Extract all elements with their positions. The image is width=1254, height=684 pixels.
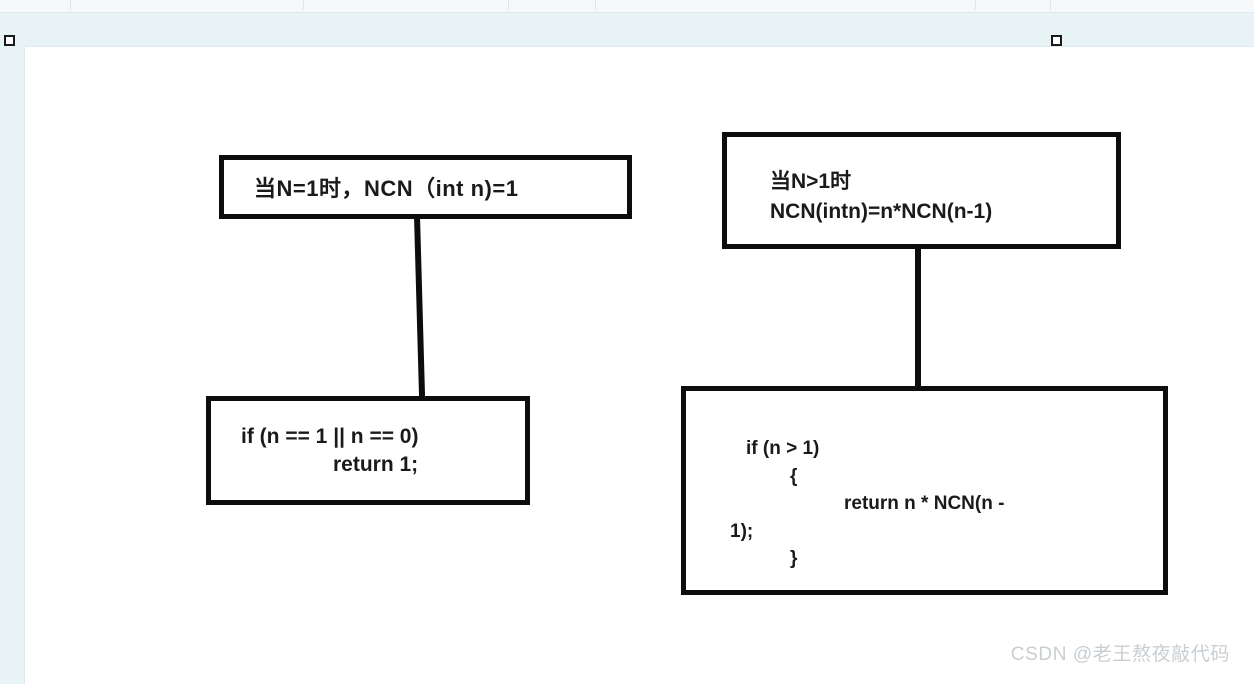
box-code2-line-5: } (790, 548, 798, 570)
selection-handle-top-right[interactable] (1051, 35, 1062, 46)
ribbon-divider (508, 0, 509, 10)
box-code2-line-4: 1); (730, 520, 754, 542)
box-case2-line-2: NCN(intn)=n*NCN(n-1) (770, 200, 993, 224)
box-code2-line-2: { (790, 465, 798, 487)
ribbon-divider (70, 0, 71, 10)
box-code2-line-3: return n * NCN(n - (844, 493, 1005, 515)
left-margin-rule (24, 47, 25, 684)
document-header-band (0, 13, 1254, 47)
box-code2-line-1: if (n > 1) (746, 438, 820, 459)
flowchart-box-recursive-case-definition[interactable]: 当N>1时 NCN(intn)=n*NCN(n-1) (722, 132, 1121, 249)
flowchart-box-recursive-case-code[interactable]: if (n > 1) { return n * NCN(n - 1); } (681, 386, 1168, 595)
box-code1-line-2: return 1; (333, 453, 419, 477)
selection-handle-top-left[interactable] (4, 35, 15, 46)
flowchart-box-base-case-definition[interactable]: 当N=1时，NCN（int n)=1 (219, 155, 632, 219)
ribbon-divider (303, 0, 304, 10)
ribbon-divider (595, 0, 596, 10)
connector-line-recursive-case (915, 246, 921, 427)
flowchart-box-base-case-code[interactable]: if (n == 1 || n == 0) return 1; (206, 396, 530, 505)
ribbon-strip[interactable] (0, 0, 1254, 13)
box-code1-line-1: if (n == 1 || n == 0) (241, 425, 419, 448)
left-margin-strip (0, 47, 24, 684)
box-case1-line-1: 当N=1时，NCN（int n)=1 (254, 176, 519, 201)
ribbon-divider (1050, 0, 1051, 10)
csdn-watermark: CSDN @老王熬夜敲代码 (1010, 644, 1230, 665)
ribbon-divider (975, 0, 976, 10)
box-case2-line-1: 当N>1时 (770, 170, 852, 193)
document-header-rule (24, 46, 1254, 47)
